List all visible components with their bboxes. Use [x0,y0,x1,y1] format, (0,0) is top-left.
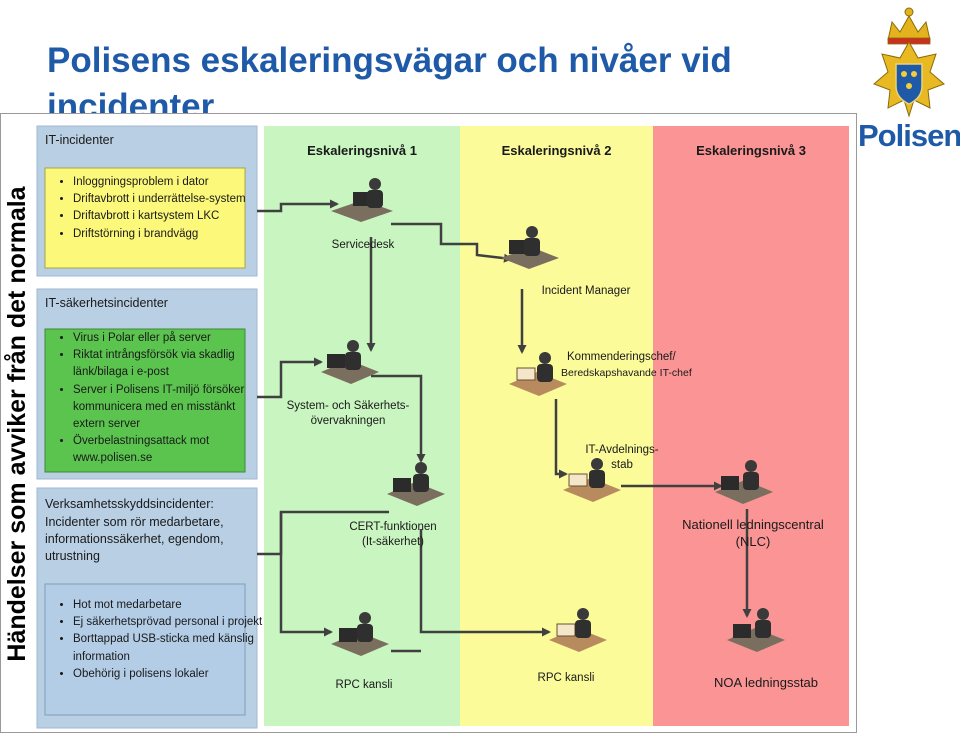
level-1-header: Eskaleringsnivå 1 [307,143,417,158]
node-cert: CERT-funktionen (It-säkerhet) [349,521,437,548]
node-monitoring: System- och Säkerhets-övervakningen [286,400,410,427]
polisen-logo [858,2,960,158]
node-beredskapshavande: Beredskapshavande IT-chef [561,367,692,379]
vertical-side-label: Händelser som avviker från det normala [3,186,31,662]
node-it-avdelningsstab: IT-Avdelnings-stab [585,444,659,471]
business-list-box [44,583,246,716]
noa-person-icon [727,608,785,652]
incident-manager-person-icon [501,226,559,269]
page-title: Polisens eskaleringsvägar och nivåer vid… [47,41,732,126]
list-item: Driftstörning i brandvägg [73,226,269,243]
list-item: Borttappad USB-sticka med känslig inform… [73,631,269,665]
list-item: Ej säkerhetsprövad personal i projekt [73,614,269,631]
servicedesk-person-icon [331,178,393,222]
business-panel-title: Verksamhetsskyddsincidenter: [45,497,214,511]
node-incident-manager: Incident Manager [541,285,631,297]
diagram-canvas [1,114,849,732]
nlc-person-icon [715,460,773,504]
security-panel-title: IT-säkerhetsincidenter [45,296,168,310]
list-item: Driftavbrott i kartsystem LKC [73,208,269,225]
list-item: Driftavbrott i underrättelse-system [73,191,269,208]
polisen-logo-text: Polisen [858,118,960,153]
police-badge-emblem [873,7,945,118]
it-panel-title: IT-incidenter [45,133,114,147]
business-incident-list: Hot mot medarbetare Ej säkerhetsprövad p… [47,597,269,683]
level-3-header: Eskaleringsnivå 3 [696,143,806,158]
monitoring-person-icon [321,340,379,384]
it-list-box [44,167,246,269]
list-item: Överbelastningsattack mot www.polisen.se [73,433,269,467]
list-item: Hot mot medarbetare [73,597,269,614]
node-rpc-kansli-1: RPC kansli [335,679,393,691]
list-item: Inloggningsproblem i dator [73,174,269,191]
node-nlc: Nationell ledningscentral (NLC) [682,517,824,549]
business-panel-description: Incidenter som rör medarbetare, informat… [45,515,224,563]
it-incident-list: Inloggningsproblem i dator Driftavbrott … [47,174,269,243]
it-avdelning-person-icon [563,458,621,502]
node-noa-ledningsstab: NOA ledningsstab [713,675,819,690]
node-servicedesk: Servicedesk [331,239,395,251]
level-2-header: Eskaleringsnivå 2 [501,143,612,158]
list-item: Virus i Polar eller på server [73,330,269,347]
security-incident-list: Virus i Polar eller på server Riktat int… [47,330,269,468]
escalation-diagram: Händelser som avviker från det normala E… [0,113,857,733]
list-item: Server i Polisens IT-miljö försöker komm… [73,382,269,434]
node-kommenderingschef: Kommenderingschef/ [567,351,676,363]
cert-person-icon [387,462,445,506]
rpc-kansli-2-person-icon [549,608,607,652]
rpc-kansli-1-person-icon [331,612,389,656]
node-rpc-kansli-2: RPC kansli [537,672,595,684]
list-item: Riktat intrångsförsök via skadlig länk/b… [73,347,269,381]
kommendering-person-icon [509,352,567,396]
security-list-box [44,328,246,473]
list-item: Obehörig i polisens lokaler [73,666,269,683]
